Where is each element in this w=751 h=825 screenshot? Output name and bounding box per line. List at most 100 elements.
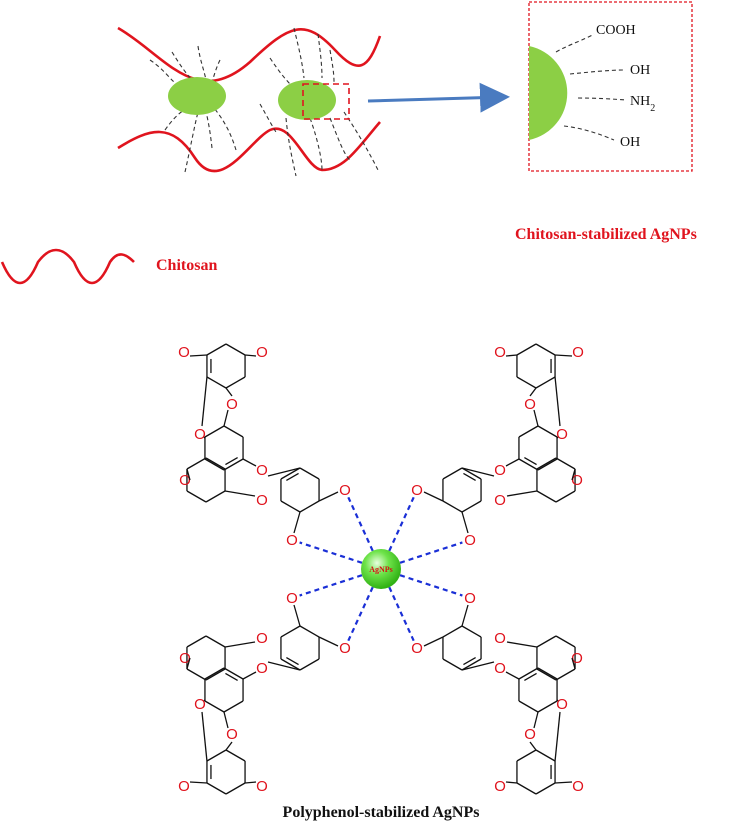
oxygen-atom: O <box>256 492 268 509</box>
bond <box>537 425 558 438</box>
oxygen-atom: O <box>464 532 476 549</box>
oxygen-atom: O <box>494 777 506 794</box>
bond <box>201 711 208 762</box>
bond <box>461 625 482 638</box>
bond <box>461 658 482 671</box>
oxygen-atom: O <box>286 532 298 549</box>
bond <box>535 749 556 762</box>
bond <box>205 457 226 470</box>
bond <box>463 472 476 482</box>
group-label: OH <box>620 135 640 150</box>
bond <box>286 472 299 482</box>
bond <box>299 500 320 513</box>
bond <box>442 500 463 513</box>
bond <box>206 782 227 795</box>
bond <box>537 667 558 680</box>
bond <box>516 343 537 356</box>
hydrogen-bond <box>299 541 363 564</box>
bond <box>506 490 538 497</box>
bond <box>242 671 257 680</box>
bond <box>189 354 207 357</box>
bond <box>533 409 539 427</box>
chitosan-chain-top <box>117 26 382 83</box>
bond <box>524 672 537 682</box>
bond <box>518 425 539 438</box>
bond <box>223 458 244 471</box>
oxygen-atom: O <box>256 659 268 676</box>
oxygen-atom: O <box>494 462 506 479</box>
bond <box>225 387 233 397</box>
oxygen-atom: O <box>179 472 191 489</box>
silver-core: AgNPs <box>361 549 401 589</box>
oxygen-atom: O <box>411 482 423 499</box>
bond <box>535 343 556 356</box>
bond <box>280 500 301 513</box>
bond <box>537 458 558 471</box>
bond <box>201 376 208 427</box>
hydrogen-bond <box>399 574 463 597</box>
bond <box>299 467 320 480</box>
bond <box>518 667 539 680</box>
bond <box>516 376 537 389</box>
bond <box>244 781 257 784</box>
bond <box>555 635 576 648</box>
oxygen-atom: O <box>179 649 191 666</box>
bond <box>186 668 207 681</box>
bond <box>223 667 244 680</box>
bond <box>536 668 557 681</box>
hydrogen-bond <box>388 496 415 552</box>
zoom-region-box <box>302 83 350 120</box>
chitosan-panel-title: Chitosan-stabilized AgNPs <box>515 226 697 243</box>
bond <box>555 354 573 357</box>
oxygen-atom: O <box>256 777 268 794</box>
bond <box>204 425 225 438</box>
bond <box>205 490 226 503</box>
bond <box>536 490 557 503</box>
bond <box>223 711 229 729</box>
bond <box>505 671 520 680</box>
bond <box>556 699 559 702</box>
oxygen-atom: O <box>494 659 506 676</box>
zoom-inset-frame <box>528 1 693 172</box>
hydrogen-bond <box>388 586 415 642</box>
oxygen-atom: O <box>256 629 268 646</box>
oxygen-atom: O <box>194 426 206 443</box>
bond <box>299 658 320 671</box>
oxygen-atom: O <box>524 396 536 413</box>
bond <box>225 782 246 795</box>
oxygen-atom: O <box>226 725 238 742</box>
oxygen-atom: O <box>256 462 268 479</box>
bond <box>529 741 537 751</box>
bond <box>516 749 537 762</box>
oxygen-atom: O <box>494 492 506 509</box>
bond <box>536 457 557 470</box>
bond <box>529 387 537 397</box>
oxygen-atom: O <box>178 777 190 794</box>
oxygen-atom: O <box>339 639 351 656</box>
bond <box>461 604 469 627</box>
bond <box>555 668 576 681</box>
bond <box>206 343 227 356</box>
bond <box>203 436 206 439</box>
bond <box>536 635 557 648</box>
bond <box>535 376 556 389</box>
bond <box>280 658 301 671</box>
bond <box>506 641 538 648</box>
bond <box>442 467 463 480</box>
oxygen-atom: O <box>286 589 298 606</box>
bond <box>516 782 537 795</box>
oxygen-atom: O <box>571 472 583 489</box>
bond <box>293 604 301 627</box>
oxygen-atom: O <box>556 695 568 712</box>
oxygen-atom: O <box>256 344 268 361</box>
silver-core-sphere <box>361 549 401 589</box>
bond <box>442 658 463 671</box>
bond <box>505 354 518 357</box>
bond <box>225 749 246 762</box>
bond <box>205 635 226 648</box>
group-label: OH <box>630 63 650 78</box>
bond <box>186 457 207 470</box>
